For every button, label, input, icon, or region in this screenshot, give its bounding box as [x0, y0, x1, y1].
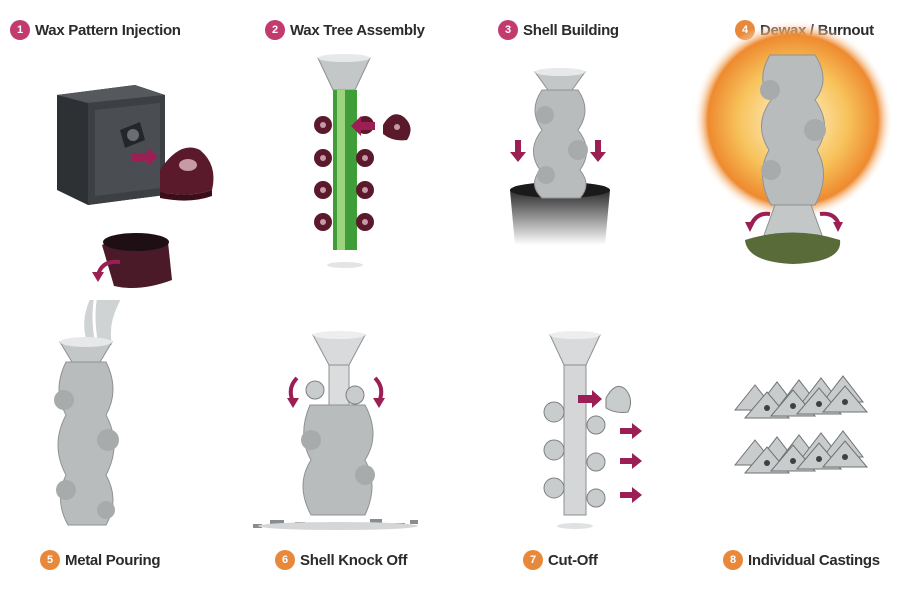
step-2-label: 2 Wax Tree Assembly	[265, 20, 425, 40]
step-number-badge: 1	[10, 20, 30, 40]
step-6: 6 Shell Knock Off	[225, 300, 450, 600]
step-7: 7 Cut-Off	[450, 300, 675, 600]
step-4: 4 Dewax / Burnout	[675, 0, 900, 300]
step-title: Shell Building	[523, 21, 619, 39]
injection-die-icon	[57, 85, 214, 205]
step-1: 1 Wax Pattern Injection	[0, 0, 225, 300]
step-title: Metal Pouring	[65, 551, 161, 569]
step-5: 5 Metal Pouring	[0, 300, 225, 600]
step-1-label: 1 Wax Pattern Injection	[10, 20, 181, 40]
step-5-label: 5 Metal Pouring	[40, 550, 161, 570]
step-7-label: 7 Cut-Off	[523, 550, 598, 570]
burnout-furnace-icon	[693, 20, 893, 264]
step-title: Shell Knock Off	[300, 551, 408, 569]
step-number-badge: 8	[723, 550, 743, 570]
wax-tree-icon	[314, 54, 411, 268]
cut-off-icon	[543, 331, 642, 529]
step-6-label: 6 Shell Knock Off	[275, 550, 407, 570]
step-8-label: 8 Individual Castings	[723, 550, 880, 570]
step-number-badge: 5	[40, 550, 60, 570]
slurry-dip-icon	[510, 68, 610, 245]
knock-off-icon	[253, 331, 418, 530]
step-number-badge: 7	[523, 550, 543, 570]
ladle-icon	[92, 233, 172, 288]
step-3: 3 Shell Building	[450, 0, 675, 300]
step-title: Individual Castings	[748, 551, 880, 569]
step-number-badge: 3	[498, 20, 518, 40]
step-2: 2 Wax Tree Assembly	[225, 0, 450, 300]
step-8: 8 Individual Castings	[675, 300, 900, 600]
step-number-badge: 6	[275, 550, 295, 570]
step-3-label: 3 Shell Building	[498, 20, 619, 40]
castings-pile-icon	[733, 375, 869, 474]
step-title: Wax Pattern Injection	[35, 21, 181, 39]
step-title: Cut-Off	[548, 551, 598, 569]
ladle-pour-icon	[54, 300, 121, 526]
step-number-badge: 2	[265, 20, 285, 40]
step-title: Wax Tree Assembly	[290, 21, 425, 39]
